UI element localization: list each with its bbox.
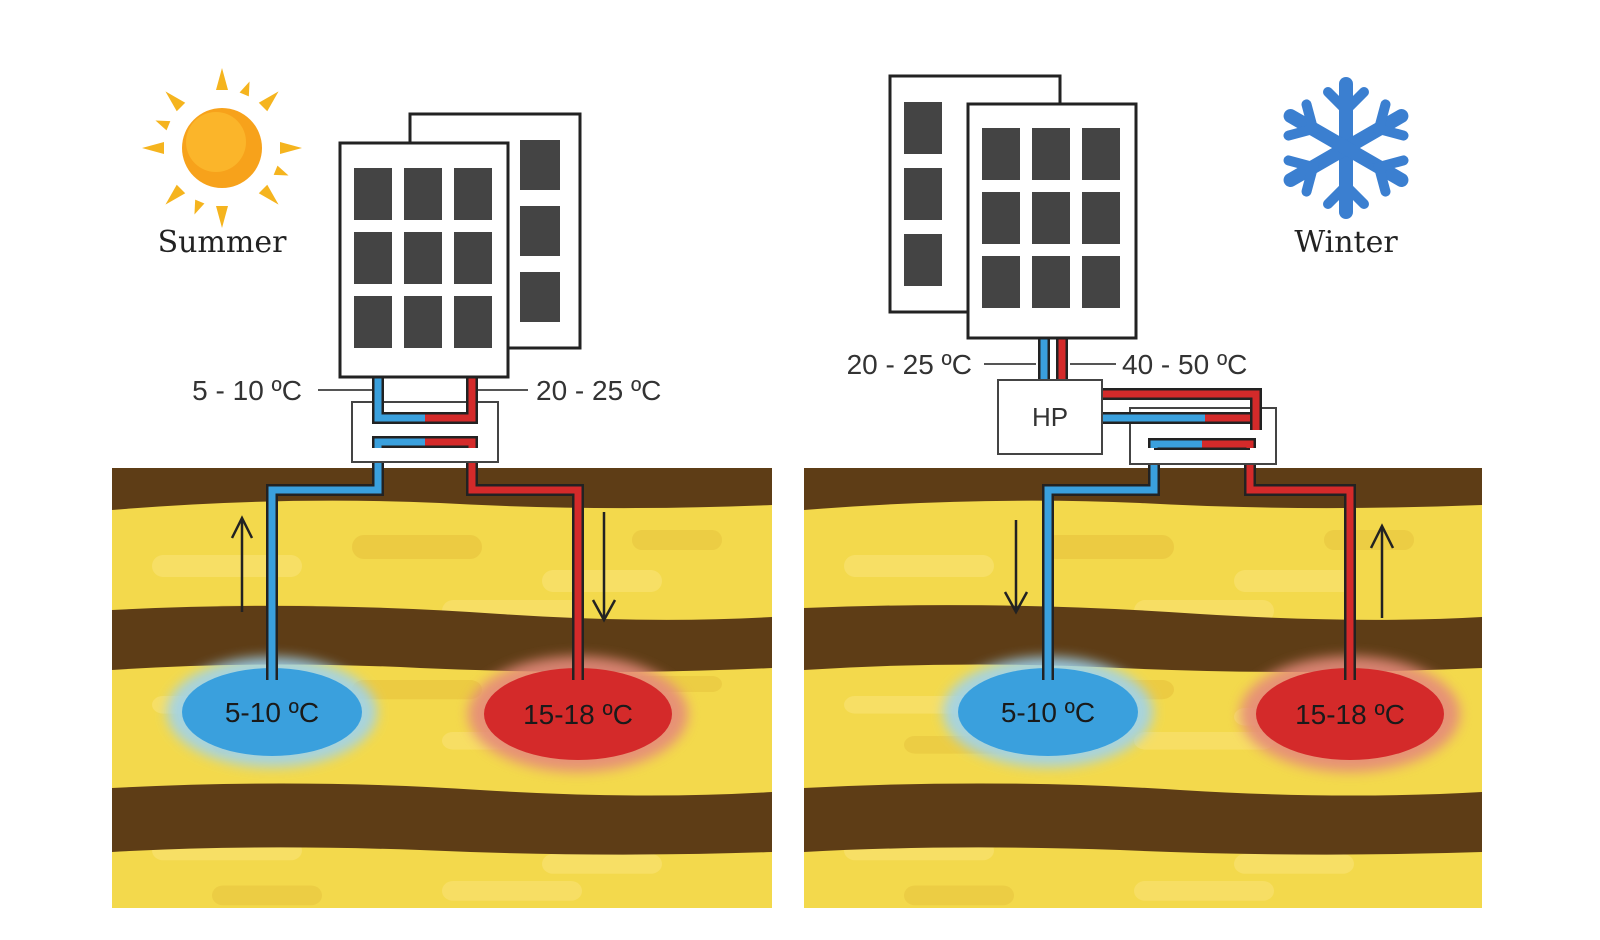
winter-cold-store: 5-10 ºC xyxy=(943,657,1153,767)
sun-icon xyxy=(142,68,302,228)
winter-warm-pipe-label: 40 - 50 ºC xyxy=(1122,349,1247,380)
winter-cold-store-label: 5-10 ºC xyxy=(1001,697,1095,728)
summer-panel: 5-10 ºC 15-18 ºC xyxy=(112,68,772,908)
winter-label: Winter xyxy=(1294,225,1398,260)
summer-cold-store-label: 5-10 ºC xyxy=(225,697,319,728)
winter-building-front xyxy=(966,102,1138,340)
summer-flow-arrow-down xyxy=(591,512,617,623)
heat-pump-label: HP xyxy=(1032,402,1068,432)
winter-well-pipes xyxy=(1042,448,1356,680)
heat-pump-box: HP xyxy=(997,379,1103,455)
winter-flow-arrow-up xyxy=(1369,523,1395,618)
summer-building-front xyxy=(338,141,510,379)
summer-warm-pipe-label: 20 - 25 ºC xyxy=(536,375,661,406)
winter-cold-pipe-label: 20 - 25 ºC xyxy=(847,349,972,380)
summer-heat-exchanger xyxy=(351,376,499,463)
summer-warm-store: 15-18 ºC xyxy=(468,656,688,772)
summer-cold-pipe-label: 5 - 10 ºC xyxy=(192,375,302,406)
summer-cold-store: 5-10 ºC xyxy=(167,657,377,767)
snowflake-icon xyxy=(1283,77,1409,219)
winter-ground xyxy=(804,468,1482,908)
summer-label: Summer xyxy=(158,225,288,260)
winter-hp-pipes xyxy=(1038,336,1262,430)
winter-panel: 5-10 ºC 15-18 ºC xyxy=(804,74,1482,908)
summer-warm-store-label: 15-18 ºC xyxy=(523,699,633,730)
winter-warm-store-label: 15-18 ºC xyxy=(1295,699,1405,730)
winter-warm-store: 15-18 ºC xyxy=(1240,656,1460,772)
summer-well-pipes xyxy=(266,448,584,680)
summer-flow-arrow-up xyxy=(230,515,254,612)
winter-flow-arrow-down xyxy=(1003,520,1029,615)
